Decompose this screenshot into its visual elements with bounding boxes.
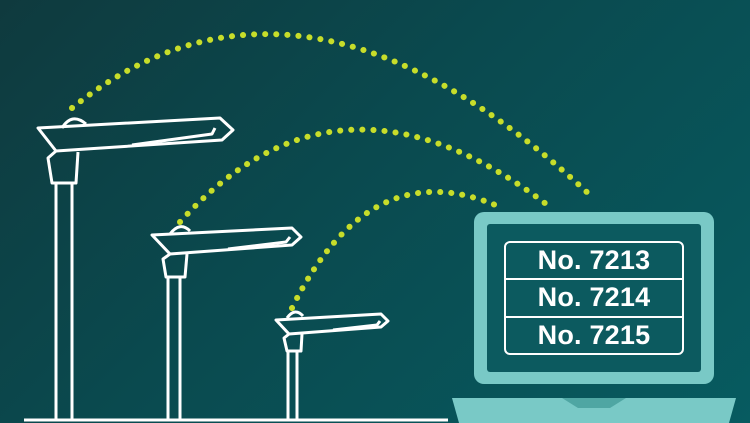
lamp-id-item: No. 7215 bbox=[506, 316, 682, 353]
street-lamp-icon bbox=[38, 118, 233, 420]
lamp-id-item: No. 7214 bbox=[506, 278, 682, 315]
signal-arc-large bbox=[72, 34, 590, 195]
lamp-id-item: No. 7213 bbox=[506, 243, 682, 278]
signal-arc-medium bbox=[180, 130, 550, 222]
street-lamp-icon bbox=[276, 312, 388, 420]
lamp-id-list: No. 7213 No. 7214 No. 7215 bbox=[504, 241, 684, 355]
signal-arc-small bbox=[292, 192, 500, 308]
